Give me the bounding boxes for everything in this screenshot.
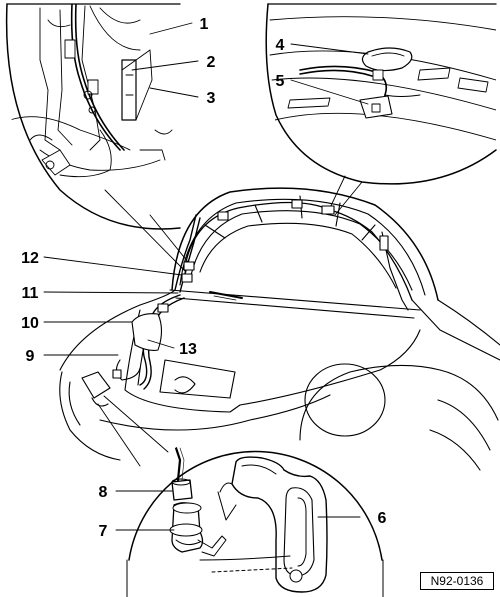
callout-2: 2: [207, 54, 216, 71]
callout-3: 3: [207, 90, 216, 107]
callout-labels: 1 2 3 4 5 6 7 8 9 10 11 12 13: [21, 16, 386, 540]
detail-leader-lines: [104, 175, 363, 273]
callout-12: 12: [21, 250, 39, 267]
callout-13: 13: [179, 341, 197, 358]
figure-reference-label: N92-0136: [420, 572, 494, 590]
callout-9: 9: [26, 348, 35, 365]
callout-5: 5: [276, 73, 285, 90]
callout-10: 10: [21, 315, 39, 332]
callout-8: 8: [99, 484, 108, 501]
detail-circle-upper-right: [265, 3, 497, 185]
callout-leaders: [43, 22, 369, 531]
callout-4: 4: [276, 37, 285, 54]
detail-circle-upper-left: [5, 3, 181, 230]
detail-circle-bottom: [126, 446, 384, 597]
car-front-trunk: [59, 187, 500, 471]
callout-1: 1: [200, 16, 209, 33]
bottom-detail-leaders: [97, 395, 169, 467]
callout-7: 7: [99, 523, 108, 540]
callout-6: 6: [378, 510, 387, 527]
callout-11: 11: [22, 285, 39, 302]
